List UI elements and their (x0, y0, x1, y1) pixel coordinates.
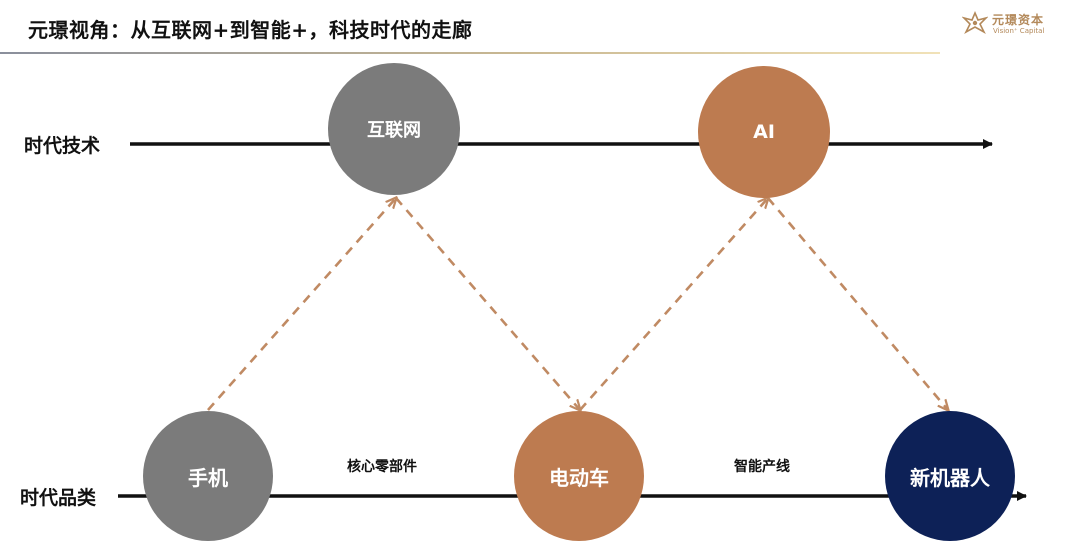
tech-row-label: 时代技术 (24, 135, 101, 157)
category-row-label: 时代品类 (20, 487, 97, 509)
company-logo: 元璟资本 Vision⁺ Capital (962, 8, 1074, 42)
vision-capital-logo-icon (962, 10, 988, 34)
arrow-phone-to-internet (207, 198, 396, 411)
node-internet: 互联网 (328, 63, 460, 195)
edge-label-smart-production: 智能产线 (734, 459, 790, 475)
node-phone: 手机 (143, 411, 273, 541)
node-internet-label: 互联网 (367, 120, 421, 141)
logo-text-cn: 元璟资本 (992, 13, 1045, 27)
edge-label-core-components: 核心零部件 (347, 459, 417, 475)
title-divider (0, 52, 940, 54)
logo-text-en: Vision⁺ Capital (993, 27, 1045, 35)
arrow-ai-to-robot (767, 197, 948, 410)
node-robot: 新机器人 (885, 411, 1015, 541)
node-ai-label: AI (753, 121, 775, 143)
node-ai: AI (698, 66, 830, 198)
node-phone-label: 手机 (188, 465, 228, 490)
node-ev-label: 电动车 (549, 465, 609, 490)
page-title: 元璟视角：从互联网+到智能+，科技时代的走廊 (28, 18, 473, 42)
arrow-internet-to-ev (395, 197, 580, 410)
node-robot-label: 新机器人 (910, 465, 990, 490)
arrow-ev-to-ai (579, 198, 768, 411)
node-ev: 电动车 (514, 411, 644, 541)
